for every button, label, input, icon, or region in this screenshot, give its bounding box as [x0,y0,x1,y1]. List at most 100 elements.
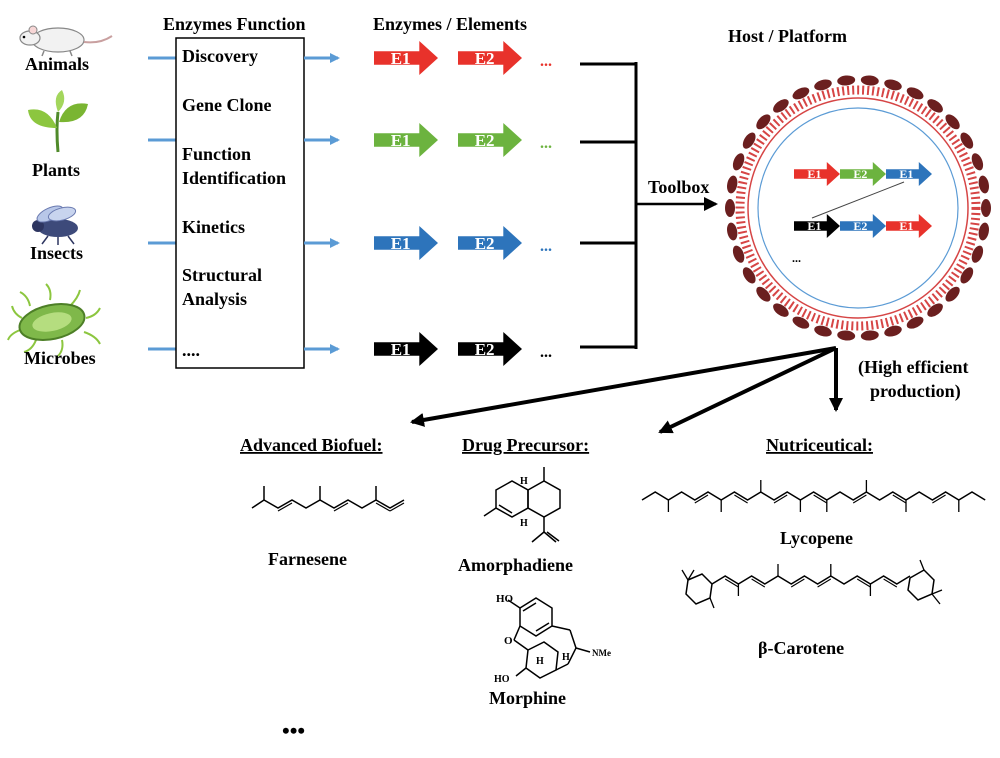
cell-gene-r2-2-shape [840,214,886,238]
element-row-1-more: ... [540,53,552,70]
element-row-1-e2-shape [458,41,522,75]
capsule [814,79,832,91]
cell-gene-r2-2: E2 [840,214,886,238]
box-connectors [304,53,340,354]
morphine-ho-top: HO [496,593,514,605]
capsule [792,316,810,329]
element-row-3-e2-shape [458,226,522,260]
cell-membrane-inner [747,97,969,319]
capsule [837,75,856,86]
cell-gene-r1-1: E1 [794,162,840,186]
cell-cytoplasm-boundary [757,107,959,309]
element-row-2-e1-shape [374,123,438,157]
morphine-h2: H [562,652,570,663]
cell-gene-r2-2-label: E2 [853,219,867,233]
capsule [756,114,771,130]
capsule [792,87,810,100]
capsule [837,330,856,341]
capsule [906,87,924,100]
cell-gene-r1-2: E2 [840,162,886,186]
capsule [860,330,879,341]
cell-more: ... [792,251,801,265]
function-kinetics: Kinetics [182,217,245,237]
capsule [978,222,989,241]
capsule [773,99,789,113]
product-lycopene: Lycopene [780,528,853,548]
toolbox-bracket [580,62,638,349]
function-identification-line1: Function [182,144,251,164]
element-row-1-e2: E2 [458,41,522,75]
element-row-4-e1-shape [374,332,438,366]
amorphadiene-h2: H [520,518,528,529]
capsule [945,286,960,302]
morphine-h1: H [536,656,544,667]
morphine-structure [507,597,591,679]
capsule [978,175,989,194]
element-row-2-more: ... [540,135,552,152]
product-amorphadiene: Amorphadiene [458,555,573,575]
morphine-ho-bottom: HO [494,674,510,685]
production-line2: production) [870,381,961,402]
cell-gene-r1-1-shape [794,162,840,186]
element-row-3-e2-label: E2 [475,234,495,253]
capsule [732,153,745,171]
element-row-1-e1: E1 [374,41,438,75]
capsule [860,75,879,86]
capsule [927,303,943,317]
toolbox-label: Toolbox [648,177,709,197]
capsule [960,132,974,149]
capsule [884,325,902,337]
capsule [981,199,991,217]
element-row-3-e1: E1 [374,226,438,260]
capsule [725,199,735,217]
capsule [742,132,756,149]
product-beta-carotene: β-Carotene [758,638,844,658]
element-row-2-e2: E2 [458,123,522,157]
function-gene-clone: Gene Clone [182,95,272,115]
fly-icon [32,205,78,245]
production-arrows [410,346,843,434]
functions-header: Enzymes Function [163,14,306,34]
seedling-icon [28,90,88,153]
cell-gene-r2-3-shape [886,214,932,238]
element-row-4-e2-label: E2 [475,340,495,359]
arrow-to-drug [658,346,837,434]
source-label-microbes: Microbes [24,348,96,368]
cell-gene-r2-1: E1 [794,214,840,238]
capsule [906,316,924,329]
product-morphine: Morphine [489,688,566,708]
cell-gene-r1-3-label: E1 [899,167,913,181]
capsule [971,245,984,263]
element-row-3-more: ... [540,238,552,255]
element-row-1-e2-label: E2 [475,49,495,68]
morphine-o: O [504,635,513,647]
cell-link-line [811,181,905,219]
capsule [732,245,745,263]
element-row-2-e1: E1 [374,123,438,157]
production-line1: (High efficient [858,357,968,378]
product-farnesene: Farnesene [268,549,347,569]
capsule [756,286,771,302]
host-header: Host / Platform [728,26,847,46]
mouse-icon [19,25,113,57]
capsule [727,175,738,194]
functions-box [175,37,305,369]
category-nutriceutical: Nutriceutical: [766,435,873,455]
beta-carotene-structure [681,559,943,609]
lycopene-structure [641,480,986,512]
element-row-4-e1-label: E1 [391,340,411,359]
cell-membrane [735,85,981,331]
amorphadiene-structure [483,467,561,543]
amorphadiene-h1: H [520,476,528,487]
element-row-3-e1-shape [374,226,438,260]
cell-gene-r1-1-label: E1 [807,167,821,181]
arrow-to-biofuel [410,346,837,427]
function-discovery: Discovery [182,46,258,66]
element-row-4-e2-shape [458,332,522,366]
function-more: .... [182,340,200,360]
cell-capsule-ring [725,75,991,341]
element-row-1-e1-shape [374,41,438,75]
source-label-plants: Plants [32,160,80,180]
